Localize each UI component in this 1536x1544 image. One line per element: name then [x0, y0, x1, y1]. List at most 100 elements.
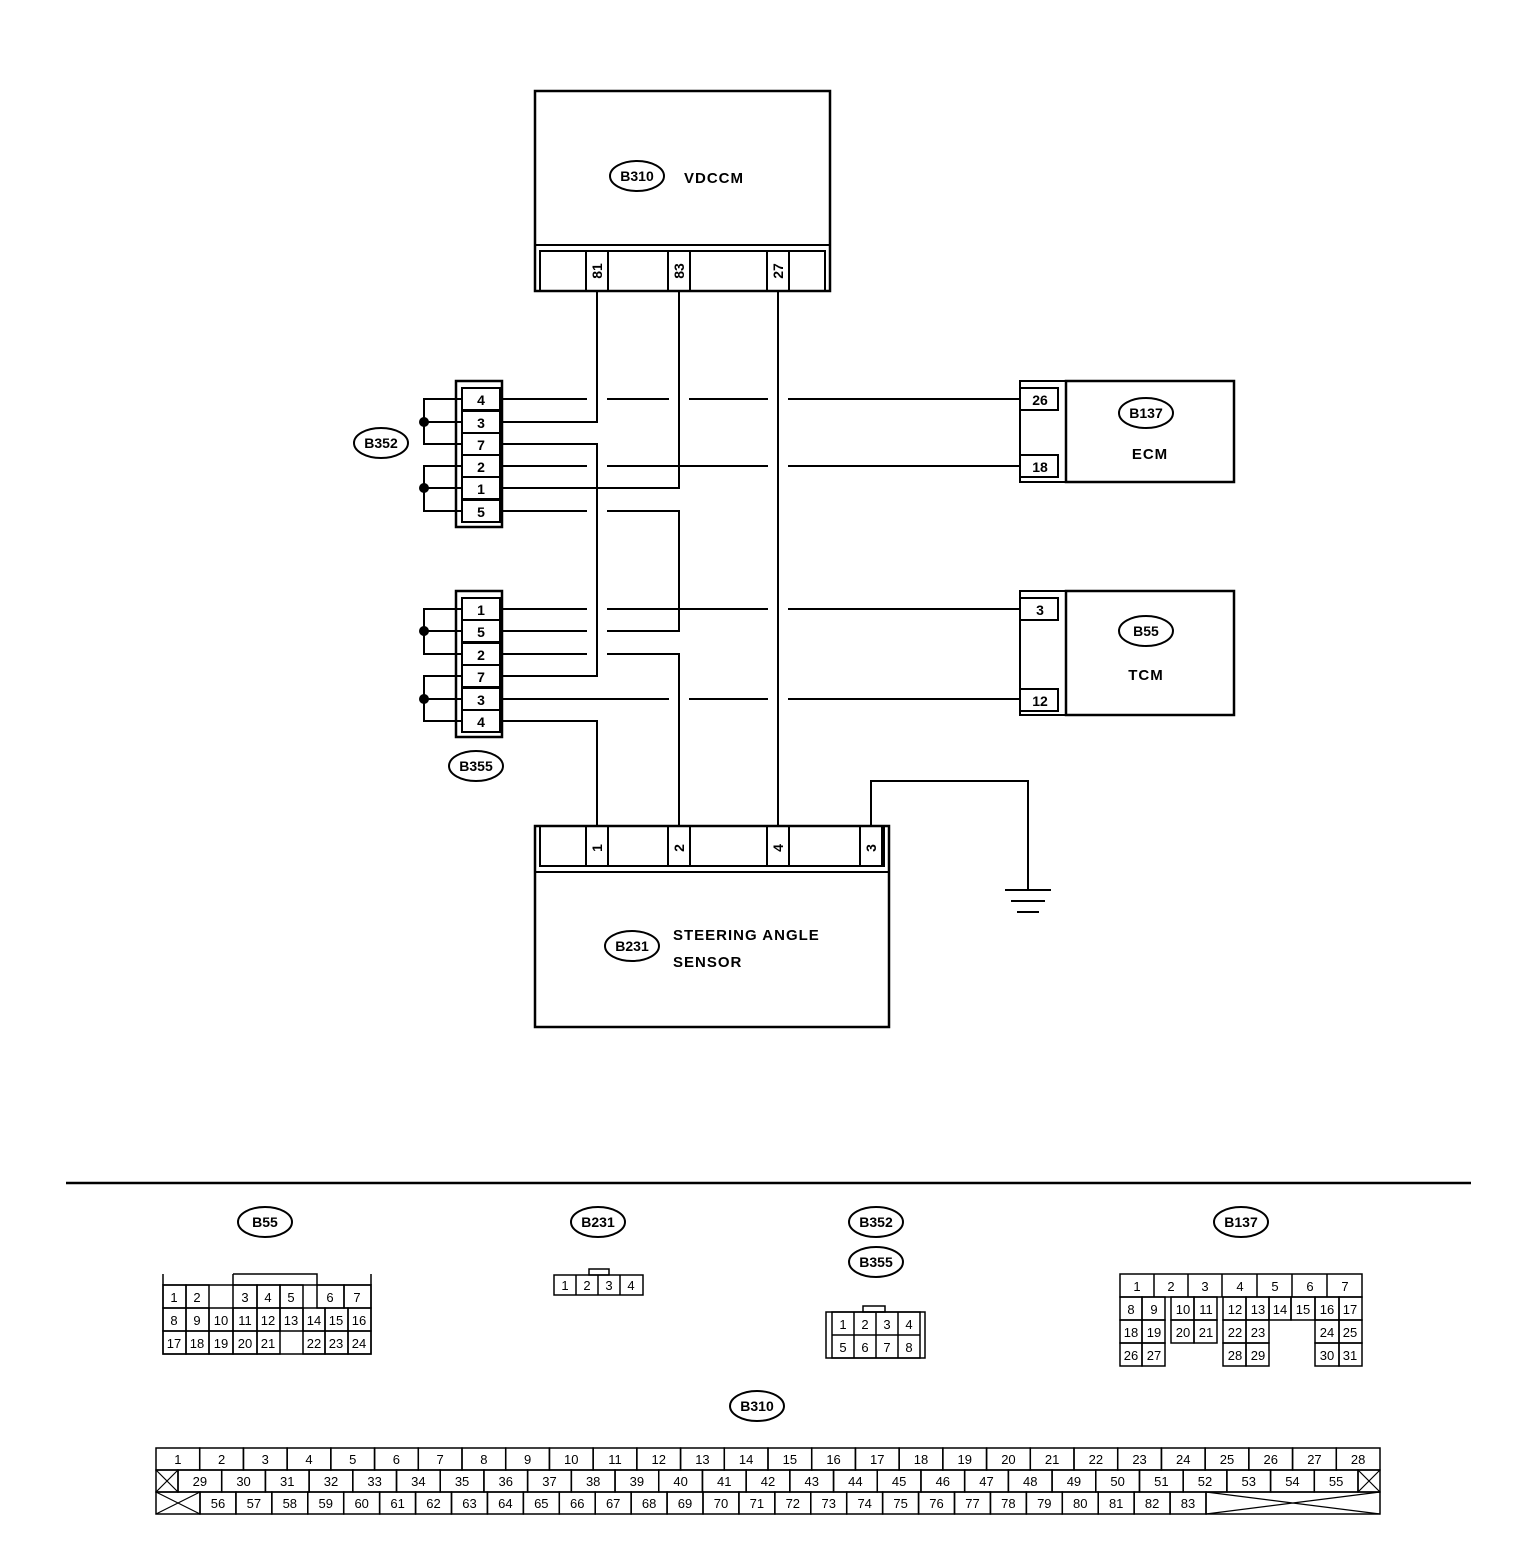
b310-cavity: 26	[1263, 1452, 1277, 1467]
blocked-cavity-icon	[1205, 1491, 1381, 1515]
b310-cavity: 77	[965, 1496, 979, 1511]
b310-cavity: 6	[393, 1452, 400, 1467]
b310-cavity: 61	[390, 1496, 404, 1511]
b310-cavity: 16	[826, 1452, 840, 1467]
b355-pin: 4	[477, 714, 485, 730]
b55-cavity: 16	[352, 1313, 366, 1328]
b137-cavity: 30	[1320, 1348, 1334, 1363]
b55-cavity: 4	[264, 1290, 271, 1305]
b310-cavity: 75	[893, 1496, 907, 1511]
b310-cavity: 15	[783, 1452, 797, 1467]
tcm-label: TCM	[1128, 667, 1164, 684]
connector-view-b231	[553, 1206, 644, 1296]
vdccm-tag: B310	[620, 168, 654, 184]
b231-cavity: 4	[627, 1278, 634, 1293]
b310-cavity: 79	[1037, 1496, 1051, 1511]
b310-cavity: 68	[642, 1496, 656, 1511]
b310-cavity: 1	[174, 1452, 181, 1467]
sensor-pin-3: 3	[863, 844, 879, 852]
b310-cavity: 8	[480, 1452, 487, 1467]
b231-cavity: 3	[605, 1278, 612, 1293]
b310-cavity: 59	[319, 1496, 333, 1511]
b55-cavity: 11	[238, 1313, 252, 1328]
b55-cavity: 13	[284, 1313, 298, 1328]
b310-cavity: 3	[262, 1452, 269, 1467]
b55-cavity: 10	[214, 1313, 228, 1328]
b310-cavity-cell	[1205, 1491, 1381, 1515]
ecm-module: 26 18 B137 ECM	[1019, 379, 1236, 484]
b55-cavity: 5	[287, 1290, 294, 1305]
b310-cavity: 76	[929, 1496, 943, 1511]
b310-cavity: 29	[193, 1474, 207, 1489]
b310-cavity: 57	[247, 1496, 261, 1511]
b310-cavity: 73	[822, 1496, 836, 1511]
b352-b355-cavity: 3	[883, 1317, 890, 1332]
b137-cavity: 15	[1296, 1302, 1310, 1317]
sensor-pin-2: 2	[671, 844, 687, 852]
b352-pin: 5	[477, 504, 485, 520]
b352-b355-cavity: 6	[861, 1340, 868, 1355]
b355-pin: 3	[477, 692, 485, 708]
b310-cavity: 12	[651, 1452, 665, 1467]
b310-cavity: 69	[678, 1496, 692, 1511]
b310-cavity: 31	[280, 1474, 294, 1489]
b310-cavity: 42	[761, 1474, 775, 1489]
b231-view-tag: B231	[581, 1214, 615, 1230]
b310-cavity: 58	[283, 1496, 297, 1511]
connector-view-b352-b355	[825, 1206, 926, 1359]
b355-pin: 5	[477, 624, 485, 640]
b310-cavity: 55	[1329, 1474, 1343, 1489]
b310-cavity: 53	[1242, 1474, 1256, 1489]
b310-cavity: 21	[1045, 1452, 1059, 1467]
b55-view-tag: B55	[252, 1214, 278, 1230]
b55-cavity: 19	[214, 1336, 228, 1351]
b137-cavity: 13	[1251, 1302, 1265, 1317]
b310-cavity: 47	[979, 1474, 993, 1489]
b352-pin: 2	[477, 459, 485, 475]
b55-cavity: 2	[193, 1290, 200, 1305]
b137-cavity: 11	[1199, 1302, 1213, 1317]
blocked-cavity-icon	[155, 1491, 201, 1515]
b310-cavity: 18	[914, 1452, 928, 1467]
b231-cavity: 1	[561, 1278, 568, 1293]
b310-cavity: 45	[892, 1474, 906, 1489]
b352-view-tag: B352	[859, 1214, 893, 1230]
b137-cavity: 10	[1176, 1302, 1190, 1317]
b137-cavity: 23	[1251, 1325, 1265, 1340]
ecm-pin-26: 26	[1032, 392, 1048, 408]
b310-cavity: 17	[870, 1452, 884, 1467]
b310-cavity: 33	[367, 1474, 381, 1489]
b137-cavity: 2	[1167, 1279, 1174, 1294]
b137-cavity: 9	[1150, 1302, 1157, 1317]
b55-cavity: 21	[261, 1336, 275, 1351]
b310-cavity: 34	[411, 1474, 425, 1489]
connector-view-b137	[1119, 1206, 1363, 1367]
b137-cavity: 8	[1127, 1302, 1134, 1317]
b137-cavity: 21	[1199, 1325, 1213, 1340]
b352-b355-cavity: 1	[839, 1317, 846, 1332]
b355-tag: B355	[459, 758, 493, 774]
b310-cavity: 62	[426, 1496, 440, 1511]
connector-view-b137-labels: B137 1 2 3 4 5 6 7 8 9 10 11 12 13 14 15…	[1124, 1214, 1357, 1363]
connector-view-b231-labels: B231 1 2 3 4	[561, 1214, 634, 1293]
b352-pin: 3	[477, 415, 485, 431]
b137-cavity: 7	[1341, 1279, 1348, 1294]
ecm-pin-18: 18	[1032, 459, 1048, 475]
b352-b355-cavity: 5	[839, 1340, 846, 1355]
b55-cavity: 15	[329, 1313, 343, 1328]
connector-view-b55	[162, 1206, 372, 1355]
b310-cavity: 64	[498, 1496, 512, 1511]
b310-cavity: 54	[1285, 1474, 1299, 1489]
b137-cavity: 20	[1176, 1325, 1190, 1340]
tcm-pin-12: 12	[1032, 693, 1048, 709]
b352-b355-cavity: 8	[905, 1340, 912, 1355]
b310-cavity: 32	[324, 1474, 338, 1489]
b55-cavity: 12	[261, 1313, 275, 1328]
b310-cavity: 38	[586, 1474, 600, 1489]
b310-cavity: 46	[936, 1474, 950, 1489]
b310-cavity: 11	[608, 1452, 622, 1467]
b352-pin: 1	[477, 481, 485, 497]
ecm-label: ECM	[1132, 446, 1168, 463]
